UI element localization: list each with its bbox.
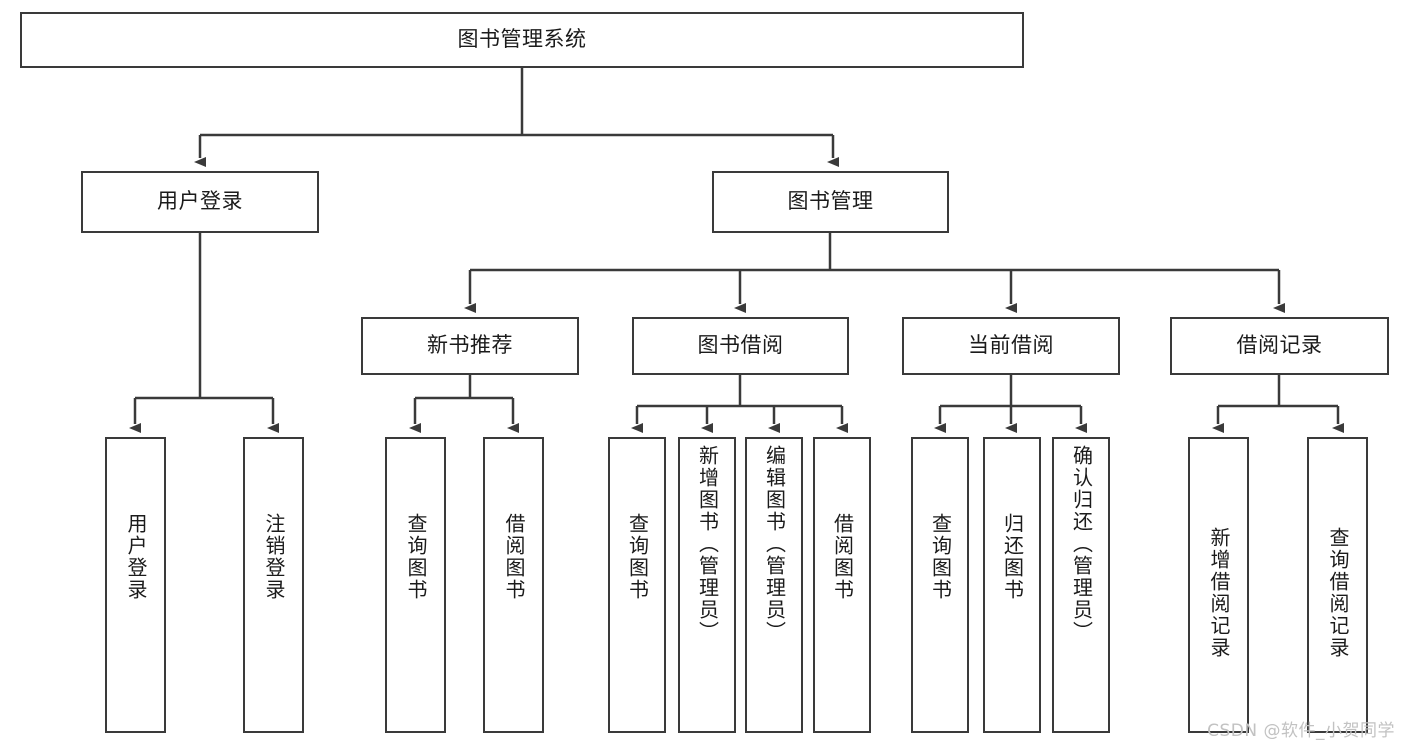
node-leaf-rec-borrow-book[interactable]: 借阅图书 (483, 437, 544, 733)
node-current-borrow[interactable]: 当前借阅 (902, 317, 1120, 375)
node-leaf-borrow-query-book[interactable]: 查询图书 (608, 437, 666, 733)
node-user-login-label: 用户登录 (157, 189, 243, 214)
node-new-book-rec-label: 新书推荐 (427, 333, 513, 358)
node-leaf-add-record[interactable]: 新增借阅记录 (1188, 437, 1249, 733)
node-leaf-confirm-return-label: 确认归还（管理员） (1069, 445, 1094, 643)
node-leaf-user-login[interactable]: 用户登录 (105, 437, 166, 733)
node-leaf-query-record-label: 查询借阅记录 (1326, 527, 1350, 659)
node-leaf-edit-book-label: 编辑图书（管理员） (762, 445, 787, 643)
node-leaf-query-record[interactable]: 查询借阅记录 (1307, 437, 1368, 733)
node-leaf-cur-query-book[interactable]: 查询图书 (911, 437, 969, 733)
node-leaf-return-book[interactable]: 归还图书 (983, 437, 1041, 733)
node-leaf-return-book-label: 归还图书 (1000, 513, 1025, 601)
node-leaf-confirm-return[interactable]: 确认归还（管理员） (1052, 437, 1110, 733)
node-leaf-rec-borrow-book-label: 借阅图书 (502, 513, 526, 601)
node-leaf-borrow-query-book-label: 查询图书 (625, 513, 650, 601)
node-book-borrow[interactable]: 图书借阅 (632, 317, 849, 375)
node-book-borrow-label: 图书借阅 (697, 333, 784, 358)
node-leaf-cur-query-book-label: 查询图书 (928, 513, 953, 601)
node-borrow-record[interactable]: 借阅记录 (1170, 317, 1389, 375)
node-leaf-edit-book[interactable]: 编辑图书（管理员） (745, 437, 803, 733)
node-leaf-borrow-book[interactable]: 借阅图书 (813, 437, 871, 733)
watermark-text: CSDN @软件_小贺同学 (1207, 721, 1395, 741)
node-leaf-borrow-book-label: 借阅图书 (830, 513, 855, 601)
node-leaf-add-record-label: 新增借阅记录 (1207, 527, 1231, 659)
node-leaf-rec-query-book-label: 查询图书 (404, 513, 428, 601)
node-leaf-add-book-label: 新增图书（管理员） (695, 445, 720, 643)
node-borrow-record-label: 借阅记录 (1236, 333, 1323, 358)
node-leaf-user-logout[interactable]: 注销登录 (243, 437, 304, 733)
node-leaf-user-logout-label: 注销登录 (262, 513, 286, 601)
node-book-manage[interactable]: 图书管理 (712, 171, 949, 233)
node-leaf-add-book[interactable]: 新增图书（管理员） (678, 437, 736, 733)
node-root-system[interactable]: 图书管理系统 (20, 12, 1024, 68)
node-user-login[interactable]: 用户登录 (81, 171, 319, 233)
node-root-label: 图书管理系统 (457, 27, 587, 52)
node-leaf-rec-query-book[interactable]: 查询图书 (385, 437, 446, 733)
node-book-manage-label: 图书管理 (787, 189, 874, 214)
node-current-borrow-label: 当前借阅 (968, 333, 1054, 358)
node-leaf-user-login-label: 用户登录 (124, 513, 148, 601)
node-new-book-rec[interactable]: 新书推荐 (361, 317, 579, 375)
